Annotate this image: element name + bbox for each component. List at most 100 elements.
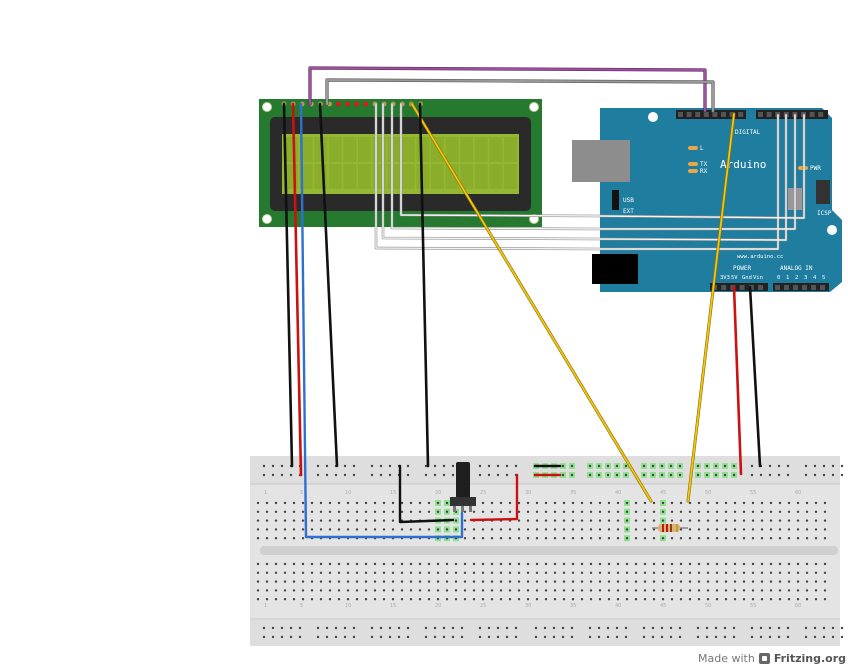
breadboard-hole[interactable]: [805, 519, 809, 522]
breadboard-hole[interactable]: [706, 571, 710, 574]
rail-hole[interactable]: [280, 464, 284, 468]
breadboard-hole[interactable]: [508, 501, 512, 505]
breadboard-hole[interactable]: [328, 562, 332, 566]
breadboard-hole[interactable]: [796, 537, 800, 540]
rail-hole[interactable]: [487, 473, 491, 477]
rail-hole[interactable]: [642, 635, 646, 639]
rail-hole[interactable]: [813, 464, 817, 468]
breadboard-hole[interactable]: [589, 528, 593, 531]
breadboard-hole[interactable]: [625, 510, 629, 513]
breadboard-hole[interactable]: [598, 571, 602, 574]
breadboard-hole[interactable]: [445, 562, 449, 566]
rail-hole[interactable]: [759, 626, 763, 630]
breadboard-hole[interactable]: [688, 537, 692, 540]
rail-hole[interactable]: [262, 635, 266, 639]
breadboard-hole[interactable]: [625, 562, 629, 566]
rail-hole[interactable]: [271, 626, 275, 630]
wire-white[interactable]: [375, 103, 779, 250]
breadboard-hole[interactable]: [769, 589, 773, 592]
breadboard-hole[interactable]: [625, 519, 629, 522]
power-pin[interactable]: [758, 285, 763, 290]
rail-hole[interactable]: [325, 626, 329, 630]
breadboard-hole[interactable]: [337, 510, 341, 513]
breadboard-hole[interactable]: [508, 571, 512, 574]
breadboard-hole[interactable]: [724, 598, 728, 601]
breadboard-hole[interactable]: [517, 562, 521, 566]
breadboard-hole[interactable]: [589, 589, 593, 592]
breadboard-hole[interactable]: [454, 589, 458, 592]
rail-hole[interactable]: [615, 635, 619, 639]
breadboard-hole[interactable]: [400, 580, 404, 583]
breadboard-hole[interactable]: [382, 598, 386, 601]
breadboard-hole[interactable]: [526, 562, 530, 566]
rail-hole[interactable]: [669, 626, 673, 630]
rail-hole[interactable]: [588, 626, 592, 630]
rail-hole[interactable]: [732, 635, 736, 639]
breadboard-hole[interactable]: [670, 598, 674, 601]
potentiometer[interactable]: [450, 462, 476, 512]
breadboard-hole[interactable]: [652, 501, 656, 505]
breadboard-hole[interactable]: [787, 528, 791, 531]
breadboard-hole[interactable]: [688, 501, 692, 505]
breadboard-hole[interactable]: [715, 562, 719, 566]
rail-hole[interactable]: [813, 635, 817, 639]
breadboard-hole[interactable]: [724, 571, 728, 574]
breadboard-hole[interactable]: [265, 537, 269, 540]
breadboard-hole[interactable]: [607, 571, 611, 574]
breadboard-hole[interactable]: [760, 580, 764, 583]
breadboard-hole[interactable]: [544, 510, 548, 513]
breadboard-hole[interactable]: [319, 510, 323, 513]
breadboard-hole[interactable]: [823, 562, 827, 566]
breadboard-hole[interactable]: [553, 519, 557, 522]
lcd-pin[interactable]: [363, 101, 369, 107]
rail-hole[interactable]: [505, 473, 509, 477]
rail-hole[interactable]: [262, 464, 266, 468]
breadboard-hole[interactable]: [616, 589, 620, 592]
breadboard-hole[interactable]: [787, 571, 791, 574]
breadboard-hole[interactable]: [391, 598, 395, 601]
rail-hole[interactable]: [496, 473, 500, 477]
breadboard-hole[interactable]: [760, 589, 764, 592]
rail-hole[interactable]: [723, 473, 727, 477]
rail-hole[interactable]: [714, 626, 718, 630]
breadboard-hole[interactable]: [328, 528, 332, 531]
breadboard-hole[interactable]: [553, 589, 557, 592]
breadboard-hole[interactable]: [751, 519, 755, 522]
rail-hole[interactable]: [388, 473, 392, 477]
breadboard-hole[interactable]: [679, 537, 683, 540]
rail-hole[interactable]: [804, 473, 808, 477]
breadboard-hole[interactable]: [661, 589, 665, 592]
breadboard-hole[interactable]: [823, 519, 827, 522]
breadboard-hole[interactable]: [751, 528, 755, 531]
breadboard-hole[interactable]: [625, 598, 629, 601]
breadboard-hole[interactable]: [544, 519, 548, 522]
rail-hole[interactable]: [271, 473, 275, 477]
breadboard-hole[interactable]: [319, 528, 323, 531]
breadboard-hole[interactable]: [418, 589, 422, 592]
breadboard-hole[interactable]: [670, 537, 674, 540]
breadboard-hole[interactable]: [517, 537, 521, 540]
breadboard-hole[interactable]: [436, 589, 440, 592]
breadboard-hole[interactable]: [355, 562, 359, 566]
breadboard-hole[interactable]: [778, 537, 782, 540]
rail-hole[interactable]: [325, 473, 329, 477]
breadboard-hole[interactable]: [445, 528, 449, 531]
breadboard-hole[interactable]: [751, 510, 755, 513]
breadboard-hole[interactable]: [652, 598, 656, 601]
digital-pin[interactable]: [703, 112, 709, 117]
breadboard-hole[interactable]: [409, 562, 413, 566]
breadboard-hole[interactable]: [634, 589, 638, 592]
rail-hole[interactable]: [352, 635, 356, 639]
rail-hole[interactable]: [543, 626, 547, 630]
rail-hole[interactable]: [379, 626, 383, 630]
breadboard-hole[interactable]: [499, 571, 503, 574]
rail-hole[interactable]: [334, 473, 338, 477]
breadboard-hole[interactable]: [346, 589, 350, 592]
breadboard-hole[interactable]: [598, 580, 602, 583]
breadboard-hole[interactable]: [319, 580, 323, 583]
breadboard-hole[interactable]: [778, 528, 782, 531]
breadboard-hole[interactable]: [796, 501, 800, 505]
digital-pin[interactable]: [758, 112, 763, 117]
breadboard-hole[interactable]: [319, 589, 323, 592]
breadboard-hole[interactable]: [283, 528, 287, 531]
